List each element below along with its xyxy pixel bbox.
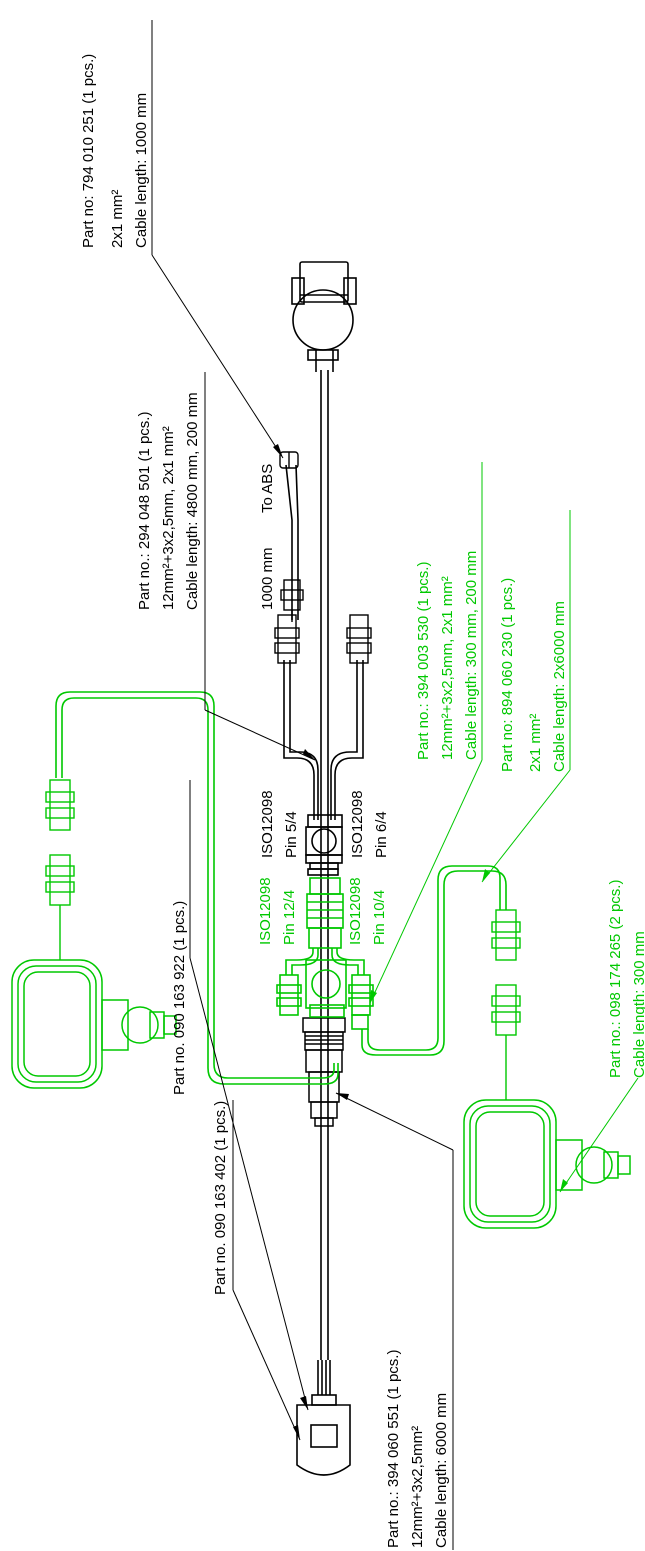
iso-pin12-pin: Pin 12/4 [281, 890, 298, 945]
iso-pin12-std: ISO12098 [257, 877, 274, 945]
green-cable-part-no: Part no: 894 060 230 (1 pcs.) [499, 578, 516, 772]
green-socket [305, 959, 347, 1009]
pin5-connector [274, 614, 300, 664]
iso-pin10-std: ISO12098 [347, 877, 364, 945]
black-wiring [283, 350, 364, 1395]
abs-cable [285, 464, 293, 620]
iso-pin6-pin: Pin 6/4 [373, 811, 390, 858]
abs-1000mm-tag: 1000 mm [259, 547, 276, 610]
green-wiring [55, 691, 507, 1085]
main-harness-size: 12mm²+3x2,5mm, 2x1 mm² [160, 426, 177, 610]
iso-pin6-std: ISO12098 [349, 790, 366, 858]
iso-pin5-pin: Pin 5/4 [283, 811, 300, 858]
main-harness-length: Cable length: 4800 mm, 200 mm [184, 392, 201, 610]
green-lamp-part-no: Part no.: 098 174 265 (2 pcs.) [607, 880, 624, 1078]
abs-1000-connector [280, 579, 304, 622]
abs-cable-length: Cable length: 1000 mm [133, 93, 150, 248]
left-lamp-connectors [45, 779, 75, 960]
leader-lines-green [369, 462, 639, 1193]
iso-adapter-black [302, 1017, 346, 1127]
rear-cable-length: Cable length: 6000 mm [433, 1393, 450, 1548]
pin6-connector [346, 614, 372, 664]
to-abs-tag: To ABS [259, 464, 276, 513]
branch-pin5 [289, 660, 319, 820]
abs-connector [279, 451, 299, 469]
green-cable-length: Cable length: 2x6000 mm [551, 601, 568, 772]
rear-part-b: Part no. 090 163 402 (1 pcs.) [212, 1101, 229, 1295]
rear-socket [296, 1394, 351, 1476]
iso-plug-black [305, 814, 343, 876]
leader-arrows-black [273, 444, 349, 1440]
iso-pin5-std: ISO12098 [259, 790, 276, 858]
iso-pin10-pin: Pin 10/4 [371, 890, 388, 945]
green-cable-size: 2x1 mm² [527, 714, 544, 772]
right-lamp [463, 1099, 631, 1229]
rear-part-a: Part no. 090 163 922 (1 pcs.) [171, 901, 188, 1095]
branch-pin6 [330, 660, 358, 820]
right-lamp-connectors [491, 909, 521, 1100]
green-harness-size: 12mm²+3x2,5mm, 2x1 mm² [439, 576, 456, 760]
main-harness-part-no: Part no.: 294 048 501 (1 pcs.) [136, 412, 153, 610]
front-socket [291, 261, 357, 361]
rear-cable-size: 12mm²+3x2,5mm² [409, 1426, 426, 1548]
green-lamp-length: Cable length: 300 mm [631, 931, 645, 1078]
green-plug [309, 877, 341, 895]
green-harness-length: Cable length: 300 mm, 200 mm [463, 551, 480, 760]
abs-cable-size: 2x1 mm² [109, 190, 126, 248]
leader-arrows-green [370, 869, 568, 1192]
left-lamp-cable [55, 691, 335, 1079]
rear-cable-part-no: Part no.: 394 060 551 (1 pcs.) [385, 1350, 402, 1548]
green-harness-part-no: Part no.: 394 003 530 (1 pcs.) [415, 562, 432, 760]
leader-lines-black [151, 20, 454, 1550]
left-lamp [11, 959, 177, 1089]
abs-part-no: Part no: 794 010 251 (1 pcs.) [80, 54, 97, 248]
